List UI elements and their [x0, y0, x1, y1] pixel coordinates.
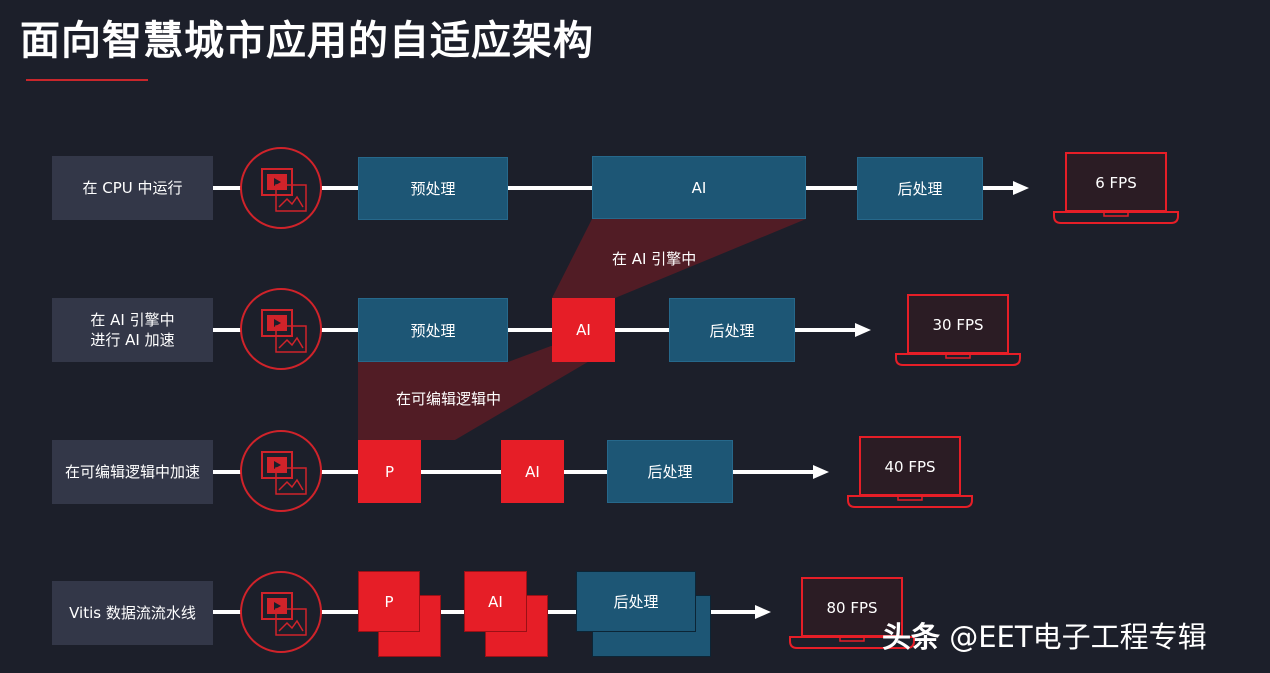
video-image-icon: [261, 168, 307, 212]
row2-preprocess-box: 预处理: [358, 298, 508, 362]
row1-preprocess-box: 预处理: [358, 157, 508, 220]
row2-arrow-icon: [855, 323, 871, 337]
page-title: 面向智慧城市应用的自适应架构: [20, 18, 594, 64]
watermark: 头条 @EET电子工程专辑: [882, 614, 1207, 656]
row4-label: Vitis 数据流流水线: [52, 581, 213, 645]
row3-media-circle: [240, 430, 322, 512]
row3-label: 在可编辑逻辑中加速: [52, 440, 213, 504]
row4-media-circle: [240, 571, 322, 653]
row2-postprocess-box: 后处理: [669, 298, 795, 362]
row1-arrow-icon: [1013, 181, 1029, 195]
row1-ai-box: AI: [592, 156, 806, 219]
row3-fps-value: 40 FPS: [884, 458, 936, 476]
row2-flow-line: [213, 328, 855, 332]
row4-fps-value: 80 FPS: [826, 599, 878, 617]
row3-postprocess-box: 后处理: [607, 440, 733, 503]
shade-programmable-logic: [358, 346, 615, 440]
transition-label-ai-engine: 在 AI 引擎中: [612, 250, 697, 268]
row4-ai-box: AI: [464, 571, 527, 632]
row1-laptop-icon: 6 FPS: [1052, 152, 1180, 226]
video-image-icon: [261, 451, 307, 495]
row3-laptop-icon: 40 FPS: [846, 436, 974, 510]
row3-p-box: P: [358, 440, 421, 503]
watermark-account: @EET电子工程专辑: [949, 620, 1207, 654]
shade-ai-engine: [552, 219, 806, 298]
row3-ai-box: AI: [501, 440, 564, 503]
row2-ai-box: AI: [552, 298, 615, 362]
row2-fps-value: 30 FPS: [932, 316, 984, 334]
title-underline: [26, 79, 148, 81]
row4-arrow-icon: [755, 605, 771, 619]
row1-label: 在 CPU 中运行: [52, 156, 213, 220]
row4-laptop-icon: 80 FPS: [788, 577, 916, 651]
row2-media-circle: [240, 288, 322, 370]
watermark-brand: 头条: [882, 620, 941, 654]
row3-arrow-icon: [813, 465, 829, 479]
row1-postprocess-box: 后处理: [857, 157, 983, 220]
row1-media-circle: [240, 147, 322, 229]
transition-label-programmable-logic: 在可编辑逻辑中: [396, 390, 502, 408]
row4-postprocess-box: 后处理: [576, 571, 696, 632]
row1-fps-value: 6 FPS: [1095, 174, 1137, 192]
row2-label: 在 AI 引擎中 进行 AI 加速: [52, 298, 213, 362]
row2-laptop-icon: 30 FPS: [894, 294, 1022, 368]
video-image-icon: [261, 592, 307, 636]
video-image-icon: [261, 309, 307, 353]
row4-p-box: P: [358, 571, 420, 632]
